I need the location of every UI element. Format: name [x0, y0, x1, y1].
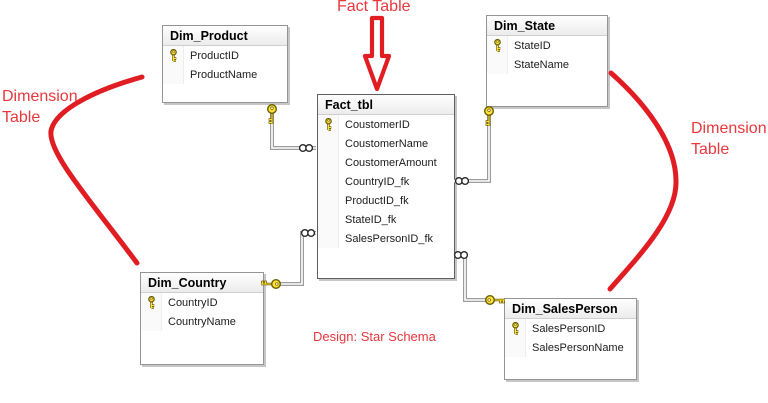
relationship-product-fact: [266, 103, 316, 153]
dimension-table-annotation-left: Dimension Table: [2, 86, 78, 128]
table-row: SalesPersonName: [505, 338, 636, 357]
column-name: CountryID: [168, 296, 218, 309]
design-star-schema-label: Design: Star Schema: [313, 329, 436, 344]
column-name: CoustomerName: [345, 137, 429, 150]
empty-key-cell: [318, 134, 339, 153]
column-name: SalesPersonID: [532, 322, 606, 335]
empty-key-cell: [318, 191, 339, 210]
column-name: StateID_fk: [345, 213, 397, 226]
red-curve-right: [607, 70, 679, 292]
table-dim-country[interactable]: Dim_Country CountryID CountryName: [140, 272, 264, 365]
column-name: CountryID_fk: [345, 175, 410, 188]
table-row: ProductName: [163, 65, 287, 84]
column-name: SalesPersonName: [532, 341, 624, 354]
empty-key-cell: [318, 153, 339, 172]
red-arrow-down: [362, 15, 392, 92]
empty-key-cell: [505, 338, 526, 357]
dimension-label-line2: Table: [2, 109, 41, 126]
table-title[interactable]: Dim_Country: [141, 273, 263, 293]
table-title[interactable]: Dim_State: [487, 16, 607, 36]
relationship-state-fact: [454, 105, 495, 186]
primary-key-icon: [141, 293, 162, 312]
table-row: CoustomerAmount: [318, 153, 454, 172]
dimension-table-annotation-right: Dimension Table: [691, 118, 767, 160]
column-name: StateName: [514, 58, 570, 71]
table-row: CoustomerID: [318, 115, 454, 134]
table-title[interactable]: Dim_SalesPerson: [505, 299, 636, 319]
relationship-country-fact: [259, 228, 316, 290]
primary-key-icon: [163, 46, 184, 65]
empty-key-cell: [318, 229, 339, 248]
table-row: StateID_fk: [318, 210, 454, 229]
empty-key-cell: [163, 65, 184, 84]
table-title[interactable]: Fact_tbl: [318, 95, 454, 115]
column-name: SalesPersonID_fk: [345, 232, 434, 245]
table-dim-product[interactable]: Dim_Product ProductID ProductName: [162, 25, 288, 103]
dimension-label-line1: Dimension: [2, 88, 78, 105]
primary-key-icon: [318, 115, 339, 134]
table-dim-salesperson[interactable]: Dim_SalesPerson SalesPersonID SalesPerson…: [504, 298, 637, 380]
table-title[interactable]: Dim_Product: [163, 26, 287, 46]
primary-key-icon: [487, 36, 508, 55]
table-row: StateID: [487, 36, 607, 55]
column-name: CoustomerAmount: [345, 156, 437, 169]
table-row: CountryID_fk: [318, 172, 454, 191]
dimension-label-line2: Table: [691, 141, 730, 158]
column-name: ProductID: [190, 49, 239, 62]
empty-key-cell: [318, 210, 339, 229]
table-row: CountryID: [141, 293, 263, 312]
table-row: CoustomerName: [318, 134, 454, 153]
table-row: CountryName: [141, 312, 263, 331]
fact-table-annotation: Fact Table: [337, 0, 411, 15]
column-name: CountryName: [168, 315, 236, 328]
column-name: StateID: [514, 39, 551, 52]
empty-key-cell: [318, 172, 339, 191]
empty-key-cell: [141, 312, 162, 331]
table-row: SalesPersonID: [505, 319, 636, 338]
column-name: CoustomerID: [345, 118, 410, 131]
empty-key-cell: [487, 55, 508, 74]
column-name: ProductID_fk: [345, 194, 409, 207]
table-row: SalesPersonID_fk: [318, 229, 454, 248]
dimension-label-line1: Dimension: [691, 120, 767, 137]
table-dim-state[interactable]: Dim_State StateID StateName: [486, 15, 608, 107]
column-name: ProductName: [190, 68, 258, 81]
table-row: ProductID: [163, 46, 287, 65]
relationship-salesperson-fact: [453, 250, 507, 306]
table-row: StateName: [487, 55, 607, 74]
table-row: ProductID_fk: [318, 191, 454, 210]
primary-key-icon: [505, 319, 526, 338]
